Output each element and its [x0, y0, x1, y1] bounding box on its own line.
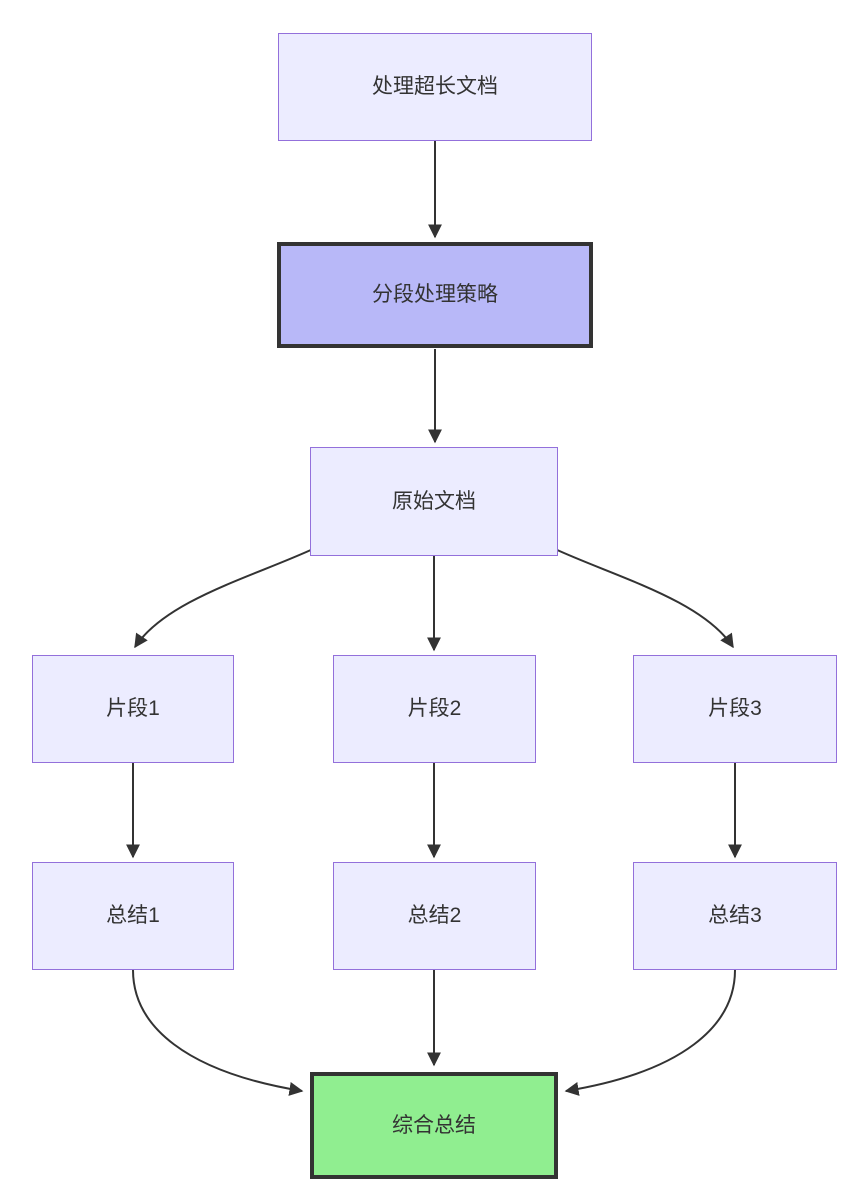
- node-summary-3-label: 总结3: [708, 904, 762, 928]
- node-strategy: 分段处理策略: [277, 242, 593, 348]
- node-fragment-2: 片段2: [333, 655, 536, 763]
- node-task: 处理超长文档: [278, 33, 592, 141]
- edge-e3-f: [564, 969, 736, 1096]
- edge-e1-f: [132, 969, 304, 1096]
- edge-c-d1: [134, 548, 314, 649]
- node-fragment-3-label: 片段3: [708, 697, 762, 721]
- node-final-summary: 综合总结: [310, 1072, 558, 1179]
- node-source-doc: 原始文档: [310, 447, 558, 556]
- edge-c-d3: [554, 548, 734, 649]
- node-summary-1-label: 总结1: [106, 904, 160, 928]
- node-summary-2: 总结2: [333, 862, 536, 970]
- node-summary-3: 总结3: [633, 862, 837, 970]
- node-summary-1: 总结1: [32, 862, 234, 970]
- node-fragment-1: 片段1: [32, 655, 234, 763]
- node-fragment-1-label: 片段1: [106, 697, 160, 721]
- node-source-doc-label: 原始文档: [392, 489, 476, 513]
- node-fragment-3: 片段3: [633, 655, 837, 763]
- node-summary-2-label: 总结2: [407, 904, 462, 928]
- node-task-label: 处理超长文档: [372, 75, 498, 99]
- node-strategy-label: 分段处理策略: [372, 283, 498, 307]
- node-fragment-2-label: 片段2: [407, 697, 462, 721]
- node-final-summary-label: 综合总结: [392, 1113, 476, 1137]
